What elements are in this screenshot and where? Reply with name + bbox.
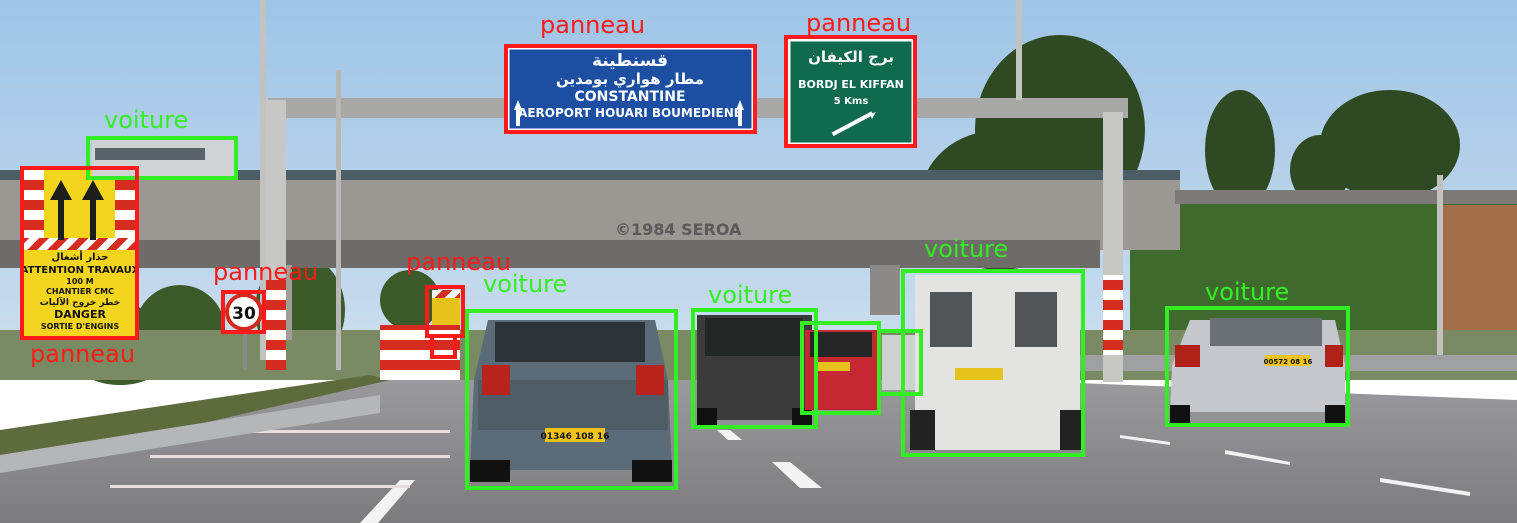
light-pole [260,0,266,360]
bordj-line-2: 5 Kms [834,96,869,107]
detection-box [901,269,1085,457]
detection-label: voiture [708,281,792,309]
speed-limit-value: 30 [232,304,256,324]
works-line-3: CHANTIER CMC [46,287,114,296]
constantine-arabic-1: قسنطينة [592,51,668,71]
detection-box [20,166,139,340]
detection-label: voiture [104,106,188,134]
detection-overlays [20,35,1350,490]
constantine-line-1: CONSTANTINE [574,89,685,105]
bordj-arabic: برج الكيفان [808,48,894,66]
detection-box [221,290,266,334]
bordj-sign: برج الكيفان BORDJ EL KIFFAN 5 Kms [787,38,915,146]
constantine-sign: قسنطينة مطار هواري بومدين CONSTANTINE AE… [506,46,755,132]
work-zone-sign: حذار أشغال ATTENTION TRAVAUX 100 M CHANT… [21,170,140,338]
detection-box [86,136,238,180]
works-line-1: ATTENTION TRAVAUX [21,265,140,276]
detection-box [1165,306,1350,427]
detection-label: voiture [483,270,567,298]
constantine-line-2: AEROPORT HOUARI BOUMEDIENE [518,106,742,120]
detection-box [691,308,818,429]
constantine-arabic-2: مطار هواري بومدين [556,70,704,89]
detection-label: panneau [806,9,911,37]
light-pole [1016,0,1022,100]
guardrail-left [0,394,380,473]
bordj-line-1: BORDJ EL KIFFAN [798,78,904,91]
plate-right: 00572 08 16 [1264,358,1313,366]
plate-center: 01346 108 16 [541,432,610,442]
car-right: 00572 08 16 [1170,318,1345,423]
light-pole [336,70,341,370]
light-pole [1437,175,1443,355]
detection-box [504,44,757,134]
detection-box [784,35,917,148]
overpass: ©1984 SEROA [0,170,1517,340]
detection-label: voiture [1205,278,1289,306]
works-line-2: 100 M [66,277,93,286]
road-studs [110,430,450,488]
car-van-dark [697,315,812,426]
detection-box [465,309,678,490]
detection-label: panneau [30,340,135,368]
works-line-4: DANGER [54,308,106,321]
lane-markings [360,430,1470,523]
detection-box [430,334,457,359]
car-van-white [910,275,1085,450]
barrier [380,325,460,380]
detection-label: panneau [540,11,645,39]
works-arabic-2: خطر خروج الآليات [40,296,121,308]
works-arabic-1: حذار أشغال [52,250,109,263]
speed-limit-sign: 30 [225,293,263,370]
car-center: 01346 108 16 [470,320,672,482]
bridge-inscription: ©1984 SEROA [615,220,742,239]
detection-box [877,329,923,396]
detection-label: panneau [213,258,318,286]
works-line-5: SORTIE D'ENGINS [41,322,120,331]
detection-labels: panneau panneau voiture panneau panneau … [30,9,1289,368]
detection-label: panneau [406,248,511,276]
detection-label: voiture [924,235,1008,263]
